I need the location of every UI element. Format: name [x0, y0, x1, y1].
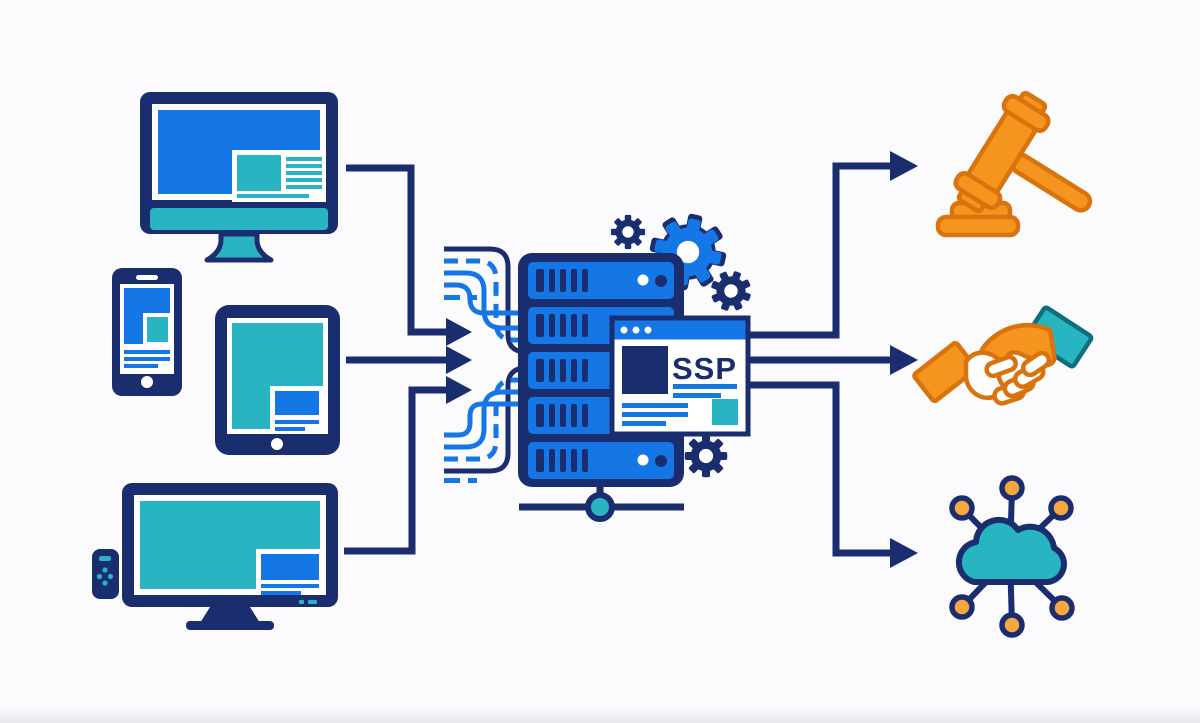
- server-status-light: [637, 454, 649, 466]
- monitor-stand: [204, 231, 274, 263]
- handshake-icon: [912, 305, 1094, 406]
- network-node: [519, 487, 684, 522]
- arrow-tv-to-ssp: [344, 376, 472, 555]
- input-arrows: [344, 164, 472, 555]
- window-dots: [620, 326, 652, 334]
- ad-banner: [143, 313, 171, 345]
- window-ad-slot: [712, 399, 738, 425]
- window-title-bar: [614, 320, 746, 340]
- ad-banner: [232, 150, 326, 202]
- desktop-monitor-icon: [140, 92, 338, 263]
- tv-remote: [92, 549, 119, 599]
- gavel-head-and-handle: [953, 90, 1093, 214]
- gear-icon: [685, 435, 727, 477]
- smart-tv-icon: [92, 483, 338, 630]
- ssp-label: SSP: [672, 351, 737, 386]
- arrow-desktop-to-ssp: [346, 164, 472, 346]
- network-cloud-icon: [949, 475, 1075, 638]
- phone-speaker: [136, 275, 158, 280]
- gear-icon: [611, 215, 645, 249]
- gear-icon: [705, 265, 757, 317]
- server-vent-bars: [536, 269, 588, 292]
- monitor-chin: [150, 208, 328, 230]
- ad-banner: [256, 549, 326, 595]
- smartphone-icon: [112, 268, 182, 396]
- left-sleeve: [912, 340, 978, 404]
- arrow-ssp-to-network: [720, 381, 918, 568]
- tv-stand: [200, 607, 260, 623]
- server-status-light: [655, 275, 667, 287]
- server-status-light: [655, 455, 667, 467]
- arrow-ssp-to-auction: [720, 151, 918, 339]
- network-endpoints: [949, 475, 1075, 638]
- tablet-home-button: [271, 438, 283, 450]
- arrow-tablet-to-ssp: [346, 346, 472, 374]
- window-image-placeholder: [622, 346, 668, 394]
- auction-gavel-icon: [935, 90, 1093, 238]
- cloud-shape: [955, 516, 1067, 585]
- window-text-lines: [622, 384, 737, 426]
- phone-text-lines: [124, 350, 170, 368]
- interlocked-fingers: [984, 350, 1052, 406]
- ssp-browser-window: SSP: [609, 315, 751, 437]
- tablet-icon: [215, 305, 340, 455]
- server-status-light: [637, 274, 649, 286]
- tv-indicator-lights: [299, 600, 317, 604]
- ad-banner: [270, 386, 328, 434]
- phone-home-button: [141, 376, 153, 388]
